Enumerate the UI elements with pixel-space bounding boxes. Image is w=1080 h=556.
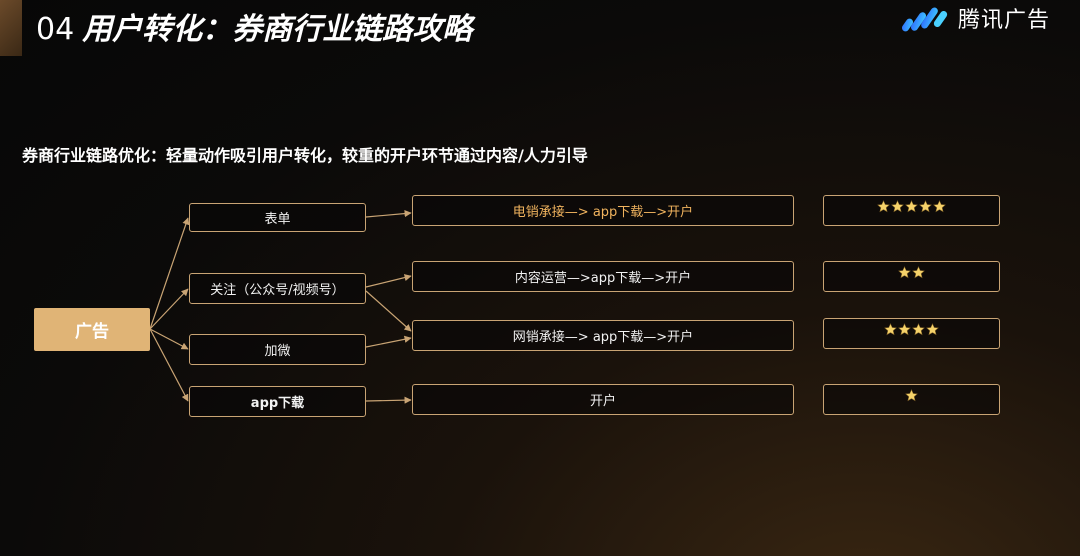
star-icon [926,323,939,336]
action-node-app-download: app下载 [189,386,366,417]
tencent-ads-logo-icon [901,7,948,32]
star-icon [933,200,946,213]
star-rating [905,389,918,402]
flow-node-telesales: 电销承接—> app下载—>开户 [412,195,794,226]
flow-node-open-account: 开户 [412,384,794,415]
star-icon [912,266,925,279]
star-rating [884,323,939,336]
flow-node-content-ops: 内容运营—>app下载—>开户 [412,261,794,292]
star-icon [877,200,890,213]
arrow-ad-to-follow [149,288,189,330]
arrow-app-to-flow4 [365,396,412,404]
corner-accent [0,0,22,56]
rating-box-content-ops [823,261,1000,292]
rating-box-open-account [823,384,1000,415]
arrow-ad-to-wechat [149,328,189,350]
arrow-wechat-to-flow3 [365,335,412,348]
source-node-ad: 广告 [34,308,150,351]
star-rating [898,266,925,279]
action-node-form: 表单 [189,203,366,232]
action-node-wechat: 加微 [189,334,366,365]
rating-box-online-sales [823,318,1000,349]
flow-node-online-sales: 网销承接—> app下载—>开户 [412,320,794,351]
star-icon [884,323,897,336]
section-number: 04 [36,12,75,47]
star-icon [905,200,918,213]
arrow-follow-to-flow2 [365,274,412,288]
arrow-follow-to-flow3 [365,290,412,332]
arrow-form-to-flow1 [365,209,412,218]
star-icon [905,389,918,402]
star-icon [891,200,904,213]
star-icon [898,323,911,336]
arrow-ad-to-form [149,217,190,330]
arrow-ad-to-app [149,328,189,402]
diagram-subtitle: 券商行业链路优化：轻量动作吸引用户转化，较重的开户环节通过内容/人力引导 [22,146,588,165]
brand-logo: 腾讯广告 [901,4,1050,33]
rating-box-telesales [823,195,1000,226]
star-rating [877,200,946,213]
section-title: 用户转化：券商行业链路攻略 [82,12,473,47]
action-node-follow: 关注（公众号/视频号） [189,273,366,304]
star-icon [912,323,925,336]
star-icon [898,266,911,279]
brand-name: 腾讯广告 [957,8,1050,33]
star-icon [919,200,932,213]
